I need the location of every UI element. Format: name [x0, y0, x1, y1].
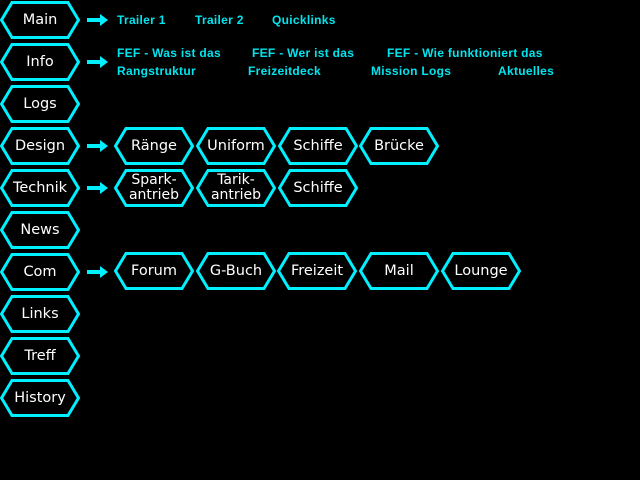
link-rangstruktur[interactable]: Rangstruktur	[117, 64, 196, 78]
technik-schiffe-button[interactable]: Schiffe	[277, 169, 359, 207]
nav-links-button[interactable]: Links	[0, 295, 81, 333]
nav-design-button[interactable]: Design	[0, 127, 81, 165]
design-schiffe-button[interactable]: Schiffe	[277, 127, 359, 165]
link-fef-wer[interactable]: FEF - Wer ist das	[252, 46, 355, 60]
nav-com-label: Com	[23, 264, 57, 280]
com-gbuch-label: G-Buch	[209, 263, 263, 279]
com-lounge-button[interactable]: Lounge	[440, 252, 522, 290]
nav-info-label: Info	[26, 54, 54, 70]
nav-logs-label: Logs	[23, 96, 57, 112]
nav-treff-label: Treff	[24, 348, 56, 364]
right-arrow-icon	[87, 56, 108, 68]
link-mission-logs[interactable]: Mission Logs	[371, 64, 452, 78]
com-forum-button[interactable]: Forum	[113, 252, 195, 290]
design-raenge-label: Ränge	[131, 138, 177, 154]
com-mail-label: Mail	[384, 263, 414, 279]
nav-links-label: Links	[21, 306, 59, 322]
com-forum-label: Forum	[131, 263, 177, 279]
link-fef-wie[interactable]: FEF - Wie funktioniert das	[387, 46, 543, 60]
link-fef-was[interactable]: FEF - Was ist das	[117, 46, 222, 60]
nav-main-button[interactable]: Main	[0, 0, 81, 39]
link-trailer-2[interactable]: Trailer 2	[195, 13, 244, 27]
link-freizeitdeck[interactable]: Freizeitdeck	[248, 64, 321, 78]
nav-history-button[interactable]: History	[0, 379, 81, 417]
design-raenge-button[interactable]: Ränge	[113, 127, 195, 165]
com-freizeit-label: Freizeit	[290, 263, 344, 279]
technik-sparkantrieb-button[interactable]: Spark- antrieb	[113, 169, 195, 207]
design-uniform-label: Uniform	[207, 138, 265, 154]
design-schiffe-label: Schiffe	[293, 138, 343, 154]
link-aktuelles[interactable]: Aktuelles	[498, 64, 555, 78]
technik-sparkantrieb-label: Spark- antrieb	[128, 172, 180, 203]
com-lounge-label: Lounge	[454, 263, 508, 279]
com-mail-button[interactable]: Mail	[358, 252, 440, 290]
com-gbuch-button[interactable]: G-Buch	[195, 252, 277, 290]
design-uniform-button[interactable]: Uniform	[195, 127, 277, 165]
right-arrow-icon	[87, 182, 108, 194]
nav-technik-label: Technik	[12, 180, 68, 196]
right-arrow-icon	[87, 14, 108, 26]
design-bruecke-label: Brücke	[374, 138, 424, 154]
right-arrow-icon	[87, 266, 108, 278]
nav-news-button[interactable]: News	[0, 211, 81, 249]
nav-design-label: Design	[14, 138, 66, 154]
nav-treff-button[interactable]: Treff	[0, 337, 81, 375]
link-trailer-1[interactable]: Trailer 1	[117, 13, 166, 27]
nav-technik-button[interactable]: Technik	[0, 169, 81, 207]
nav-logs-button[interactable]: Logs	[0, 85, 81, 123]
nav-main-label: Main	[22, 12, 58, 28]
technik-tarikantrieb-label: Tarik- antrieb	[210, 172, 262, 203]
right-arrow-icon	[87, 140, 108, 152]
link-quicklinks[interactable]: Quicklinks	[272, 13, 336, 27]
nav-history-label: History	[14, 390, 66, 406]
technik-schiffe-label: Schiffe	[293, 180, 343, 196]
nav-news-label: News	[20, 222, 60, 238]
nav-info-button[interactable]: Info	[0, 43, 81, 81]
technik-tarikantrieb-button[interactable]: Tarik- antrieb	[195, 169, 277, 207]
design-bruecke-button[interactable]: Brücke	[358, 127, 440, 165]
nav-com-button[interactable]: Com	[0, 253, 81, 291]
com-freizeit-button[interactable]: Freizeit	[276, 252, 358, 290]
